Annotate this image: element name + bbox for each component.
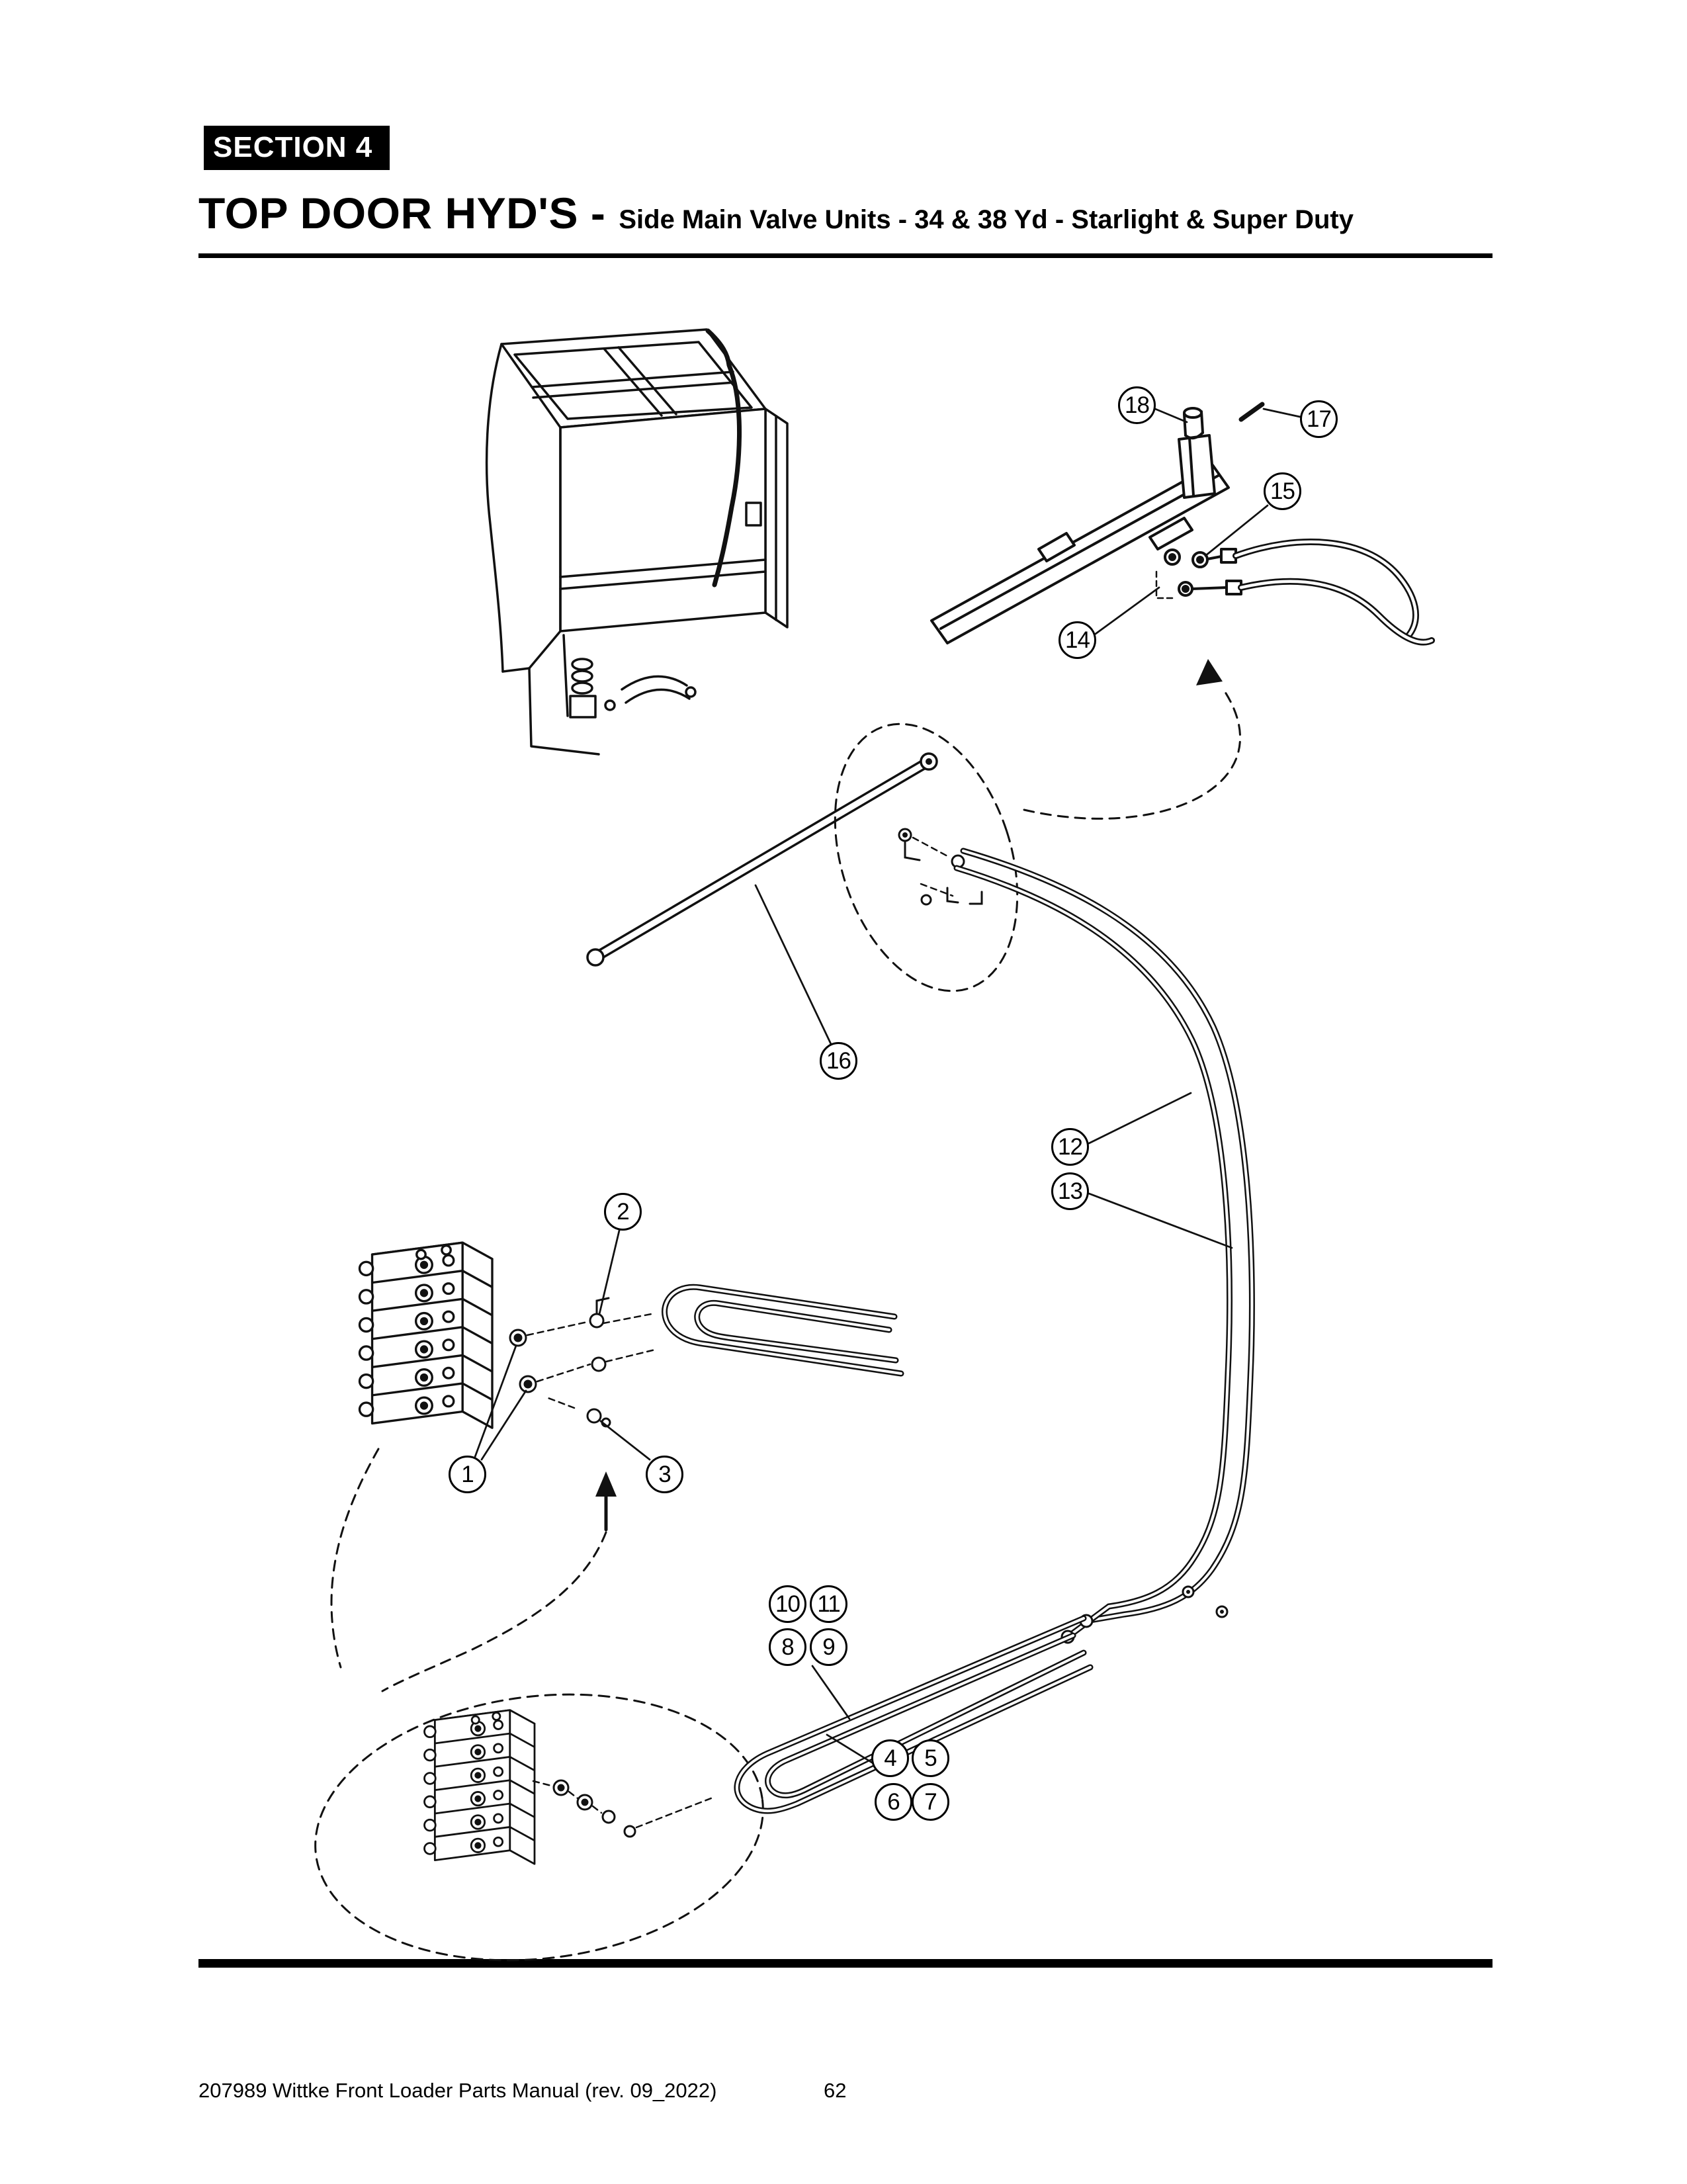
door-cylinder-tube-drawing bbox=[586, 752, 938, 967]
lift-arm-drawing bbox=[930, 402, 1435, 646]
callout-2: 2 bbox=[604, 1193, 642, 1231]
callout-8: 8 bbox=[769, 1628, 806, 1666]
callout-5: 5 bbox=[912, 1739, 949, 1777]
page-subtitle: Side Main Valve Units - 34 & 38 Yd - Sta… bbox=[619, 205, 1354, 234]
callout-16: 16 bbox=[820, 1042, 857, 1080]
header-divider bbox=[198, 253, 1492, 258]
detail-valve-fittings bbox=[532, 1779, 716, 1838]
truck-body-drawing bbox=[485, 328, 789, 756]
callout-18: 18 bbox=[1118, 386, 1156, 424]
bent-tube-drawing bbox=[662, 1284, 904, 1377]
callout-4: 4 bbox=[871, 1739, 909, 1777]
page-title-row: TOP DOOR HYD'S - Side Main Valve Units -… bbox=[198, 188, 1522, 238]
callout-10: 10 bbox=[769, 1585, 806, 1623]
fitting-detail-bubble bbox=[834, 722, 1019, 992]
callout-1: 1 bbox=[449, 1456, 486, 1493]
callout-3: 3 bbox=[646, 1456, 683, 1493]
main-valve-bank-drawing bbox=[358, 1241, 494, 1429]
detail-valve-bank-drawing bbox=[423, 1709, 536, 1865]
callout-17: 17 bbox=[1300, 400, 1338, 438]
callout-7: 7 bbox=[912, 1783, 949, 1821]
callout-13: 13 bbox=[1051, 1172, 1089, 1210]
flow-arrow-mid bbox=[330, 1448, 617, 1692]
valve-fittings-drawing bbox=[509, 1297, 656, 1428]
footer-manual-reference: 207989 Wittke Front Loader Parts Manual … bbox=[198, 2079, 717, 2102]
callout-11: 11 bbox=[810, 1585, 847, 1623]
flow-arrow-top bbox=[1023, 659, 1241, 820]
callout-12: 12 bbox=[1051, 1128, 1089, 1166]
callout-leader-lines bbox=[474, 408, 1301, 1764]
section-badge: SECTION 4 bbox=[204, 126, 390, 170]
door-hoses-drawing bbox=[953, 848, 1255, 1644]
callout-14: 14 bbox=[1059, 621, 1096, 659]
callout-9: 9 bbox=[810, 1628, 847, 1666]
footer-page-number: 62 bbox=[824, 2079, 847, 2102]
page-title: TOP DOOR HYD'S - bbox=[198, 189, 606, 238]
footer-divider bbox=[198, 1959, 1492, 1968]
callout-6: 6 bbox=[875, 1783, 912, 1821]
lower-tubes-drawing bbox=[734, 1615, 1094, 1814]
bottom-detail-bubble bbox=[314, 1693, 764, 1962]
callout-15: 15 bbox=[1264, 472, 1301, 510]
